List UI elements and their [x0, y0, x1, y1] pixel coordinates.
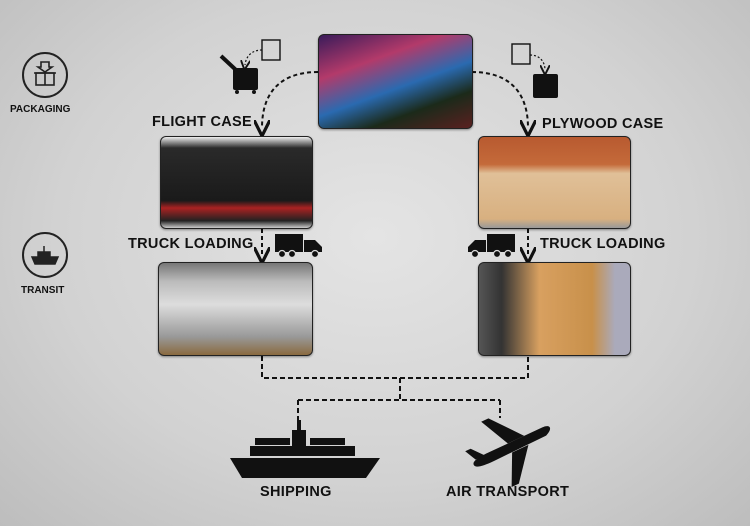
flight-case-photo [160, 136, 313, 229]
arrow-to-flight-case [262, 71, 319, 128]
led-screen-photo [318, 34, 473, 129]
flight-case-icon [219, 39, 281, 94]
arrow-to-plywood-case [471, 71, 528, 128]
plywood-truck-photo [478, 262, 631, 356]
plywood-case-icon [511, 43, 558, 98]
truck-icon-left [275, 234, 322, 259]
right-truck-loading-label: TRUCK LOADING [540, 236, 666, 252]
air-transport-label: AIR TRANSPORT [446, 484, 570, 500]
ship-icon [230, 420, 380, 478]
plywood-case-label: PLYWOOD CASE [542, 116, 664, 132]
packaging-label: PACKAGING [10, 104, 71, 115]
left-truck-loading-label: TRUCK LOADING [128, 236, 254, 252]
plywood-case-photo [478, 136, 631, 229]
flight-case-truck-photo [158, 262, 313, 356]
transit-icon [22, 232, 68, 278]
transit-label: TRANSIT [21, 285, 65, 296]
truck-icon-right [468, 234, 515, 259]
airplane-icon [465, 418, 551, 487]
packaging-icon [22, 52, 68, 98]
flight-case-label: FLIGHT CASE [152, 114, 252, 130]
merge-lines [261, 356, 529, 422]
shipping-label: SHIPPING [260, 484, 332, 500]
